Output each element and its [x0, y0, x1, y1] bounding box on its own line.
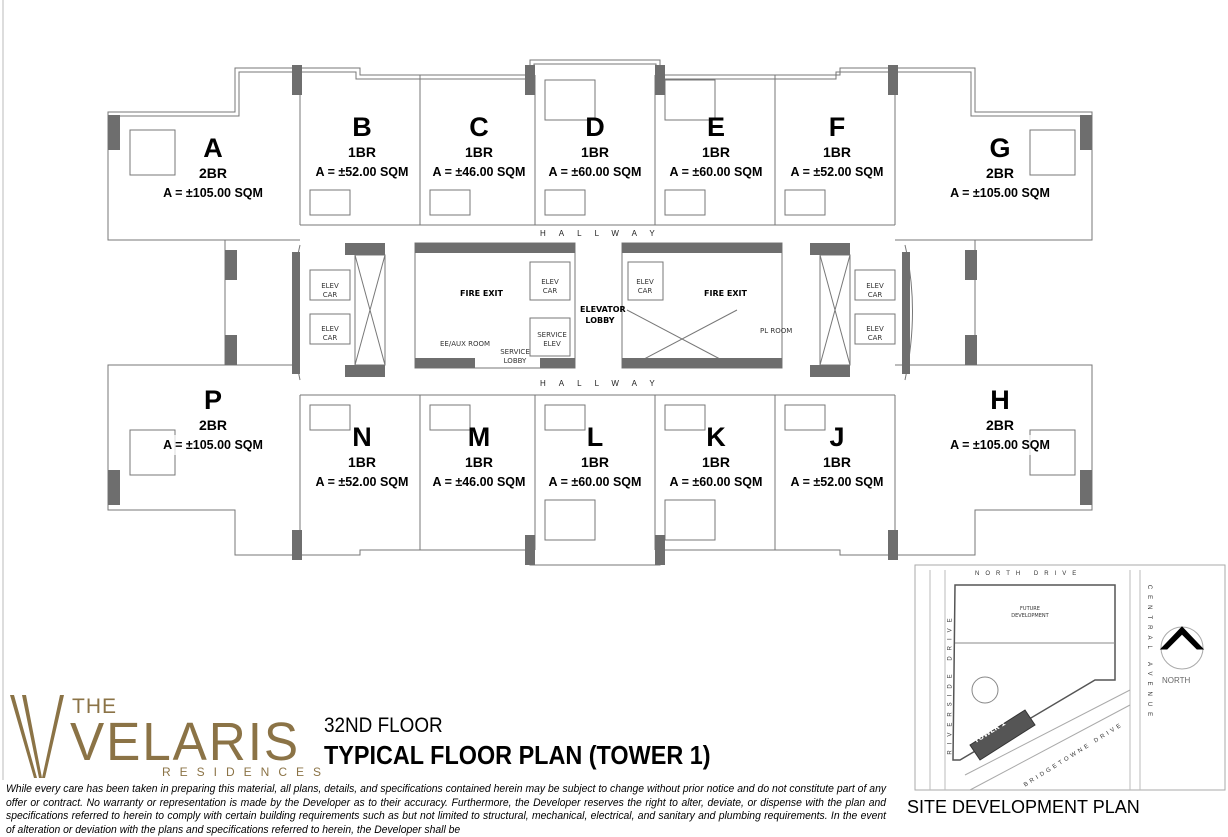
unit-a[interactable]: A 2BR A = ±105.00 SQM	[163, 133, 263, 203]
elevator-lobby-label: ELEVATOR LOBBY	[580, 305, 626, 325]
hallway-label-bottom: HALLWAY	[540, 379, 668, 388]
unit-area: A = ±105.00 SQM	[950, 435, 1050, 455]
fire-exit-label-left: FIRE EXIT	[460, 289, 503, 298]
hallway-label-top: HALLWAY	[540, 229, 668, 238]
unit-type: 2BR	[198, 165, 228, 181]
unit-letter: D	[585, 112, 605, 142]
unit-area: A = ±60.00 SQM	[669, 472, 763, 492]
unit-type: 1BR	[580, 454, 609, 470]
unit-letter: H	[990, 385, 1010, 415]
unit-type: 1BR	[822, 144, 851, 160]
riverside-drive-label: RIVERSIDE DRIVE	[947, 612, 954, 755]
unit-letter: B	[352, 112, 372, 142]
future-development-label: FUTURE DEVELOPMENT	[1011, 606, 1049, 619]
logo-mark	[10, 695, 64, 778]
pl-room-label: PL ROOM	[760, 327, 793, 335]
elev-car-label: ELEV CAR	[866, 282, 884, 299]
unit-area: A = ±60.00 SQM	[548, 472, 642, 492]
unit-area: A = ±52.00 SQM	[790, 162, 884, 182]
unit-area: A = ±46.00 SQM	[432, 472, 526, 492]
logo-subtitle: RESIDENCES	[162, 765, 331, 779]
unit-letter: K	[706, 422, 726, 452]
unit-n[interactable]: N 1BR A = ±52.00 SQM	[315, 422, 409, 492]
elev-car-label: ELEV CAR	[636, 278, 654, 295]
logo-the: THE	[72, 695, 117, 718]
unit-letter: G	[989, 133, 1011, 163]
unit-d[interactable]: D 1BR A = ±60.00 SQM	[548, 112, 642, 182]
unit-area: A = ±60.00 SQM	[669, 162, 763, 182]
service-elev-label: SERVICE ELEV	[537, 331, 567, 348]
unit-type: 1BR	[464, 454, 493, 470]
unit-p[interactable]: P 2BR A = ±105.00 SQM	[163, 385, 263, 455]
unit-g[interactable]: G 2BR A = ±105.00 SQM	[950, 133, 1050, 203]
logo-wordmark: VELARIS	[70, 712, 301, 772]
unit-j[interactable]: J 1BR A = ±52.00 SQM	[790, 422, 884, 492]
unit-b[interactable]: B 1BR A = ±52.00 SQM	[315, 112, 409, 182]
unit-type: 2BR	[985, 165, 1015, 181]
unit-e[interactable]: E 1BR A = ±60.00 SQM	[669, 112, 763, 182]
unit-letter: C	[469, 112, 489, 142]
unit-letter: L	[586, 422, 604, 452]
unit-type: 1BR	[580, 144, 609, 160]
unit-area: A = ±52.00 SQM	[790, 472, 884, 492]
unit-letter: A	[203, 133, 223, 163]
unit-area: A = ±52.00 SQM	[315, 162, 409, 182]
unit-letter: P	[203, 385, 223, 415]
elev-car-label: ELEV CAR	[541, 278, 559, 295]
unit-l[interactable]: L 1BR A = ±60.00 SQM	[548, 422, 642, 492]
unit-type: 2BR	[985, 417, 1015, 433]
unit-type: 1BR	[347, 144, 376, 160]
unit-area: A = ±60.00 SQM	[548, 162, 642, 182]
page-title: TYPICAL FLOOR PLAN (TOWER 1)	[324, 740, 711, 770]
unit-letter: F	[828, 112, 846, 142]
unit-letter: E	[706, 112, 725, 142]
unit-type: 2BR	[198, 417, 228, 433]
unit-type: 1BR	[701, 144, 730, 160]
site-plan-title: SITE DEVELOPMENT PLAN	[907, 797, 1140, 817]
unit-area: A = ±105.00 SQM	[163, 183, 263, 203]
unit-type: 1BR	[822, 454, 851, 470]
elev-car-label: ELEV CAR	[321, 325, 339, 342]
central-avenue-label: CENTRAL AVENUE	[1146, 584, 1153, 723]
building-outline	[107, 59, 1093, 566]
unit-f[interactable]: F 1BR A = ±52.00 SQM	[790, 112, 884, 182]
service-lobby-label: SERVICE LOBBY	[500, 348, 530, 365]
unit-c[interactable]: C 1BR A = ±46.00 SQM	[432, 112, 526, 182]
fire-exit-label-right: FIRE EXIT	[704, 289, 747, 298]
unit-letter: J	[829, 422, 845, 452]
north-drive-label: NORTH DRIVE	[975, 571, 1083, 577]
floor-label: 32ND FLOOR	[324, 714, 443, 737]
unit-h[interactable]: H 2BR A = ±105.00 SQM	[950, 385, 1050, 455]
unit-area: A = ±46.00 SQM	[432, 162, 526, 182]
unit-letter: N	[352, 422, 372, 452]
unit-area: A = ±105.00 SQM	[163, 435, 263, 455]
unit-type: 1BR	[464, 144, 493, 160]
unit-m[interactable]: M 1BR A = ±46.00 SQM	[432, 422, 526, 492]
unit-area: A = ±52.00 SQM	[315, 472, 409, 492]
elev-car-label: ELEV CAR	[866, 325, 884, 342]
ee-aux-room-label: EE/AUX ROOM	[440, 340, 491, 348]
elev-car-label: ELEV CAR	[321, 282, 339, 299]
unit-type: 1BR	[701, 454, 730, 470]
unit-area: A = ±105.00 SQM	[950, 183, 1050, 203]
disclaimer: While every care has been taken in prepa…	[6, 783, 887, 836]
north-arrow-label: NORTH	[1162, 676, 1191, 685]
unit-type: 1BR	[347, 454, 376, 470]
unit-k[interactable]: K 1BR A = ±60.00 SQM	[669, 422, 763, 492]
unit-letter: M	[467, 422, 491, 452]
